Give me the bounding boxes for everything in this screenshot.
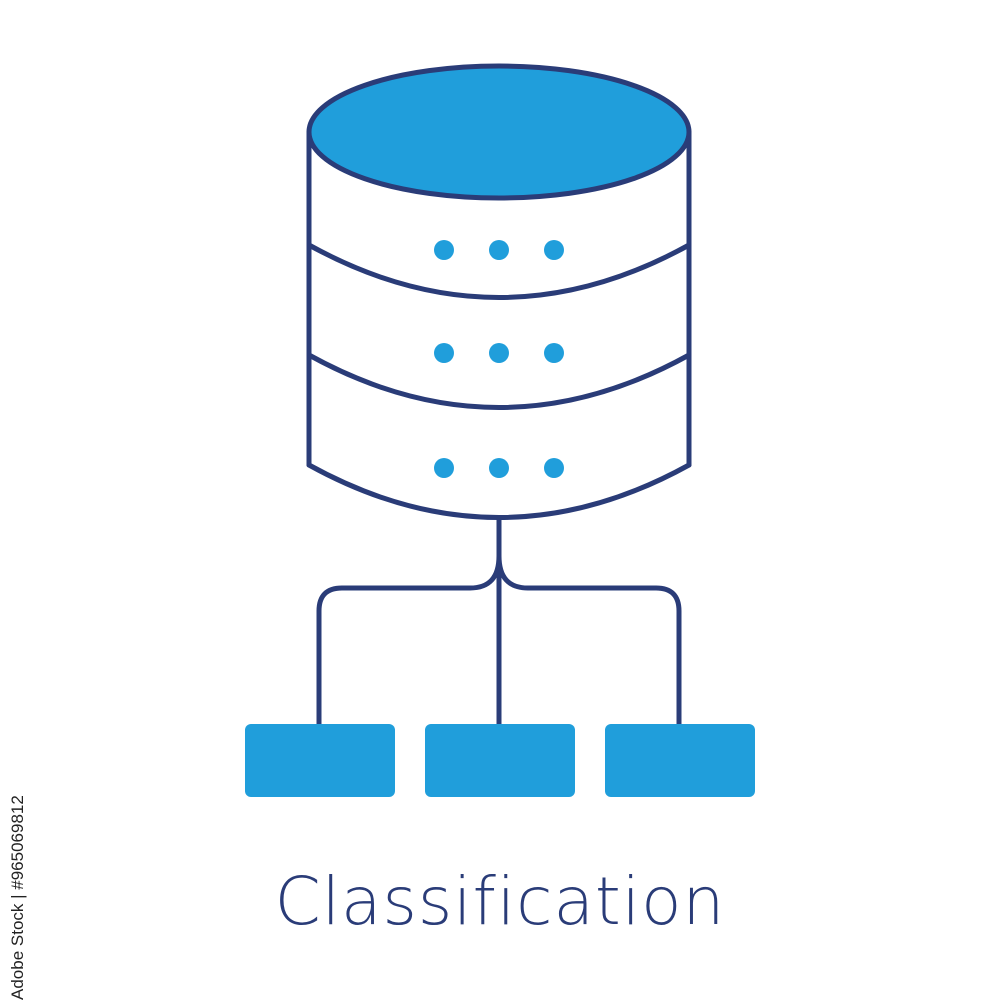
server-row-3-dots xyxy=(434,458,564,478)
status-dot xyxy=(544,240,564,260)
server-row-1-dots xyxy=(434,240,564,260)
database-tier-separator-1 xyxy=(306,242,692,300)
status-dot xyxy=(489,458,509,478)
category-box-left xyxy=(245,724,395,797)
status-dot xyxy=(434,240,454,260)
status-dot xyxy=(544,458,564,478)
status-dot xyxy=(489,240,509,260)
status-dot xyxy=(434,343,454,363)
category-box-right xyxy=(605,724,755,797)
branch-connectors xyxy=(316,515,682,727)
database-top-lid xyxy=(306,63,692,201)
server-row-2-dots xyxy=(434,343,564,363)
database-cylinder-icon xyxy=(306,63,692,520)
database-tier-separator-2 xyxy=(306,352,692,410)
status-dot xyxy=(434,458,454,478)
category-boxes xyxy=(245,724,755,797)
category-box-center xyxy=(425,724,575,797)
caption-label: Classification xyxy=(274,863,726,940)
status-dot xyxy=(544,343,564,363)
right-branch-connector xyxy=(496,553,682,727)
status-dot xyxy=(489,343,509,363)
stock-id-label: Adobe Stock | #965069812 xyxy=(8,795,27,1000)
left-branch-connector xyxy=(316,553,502,727)
